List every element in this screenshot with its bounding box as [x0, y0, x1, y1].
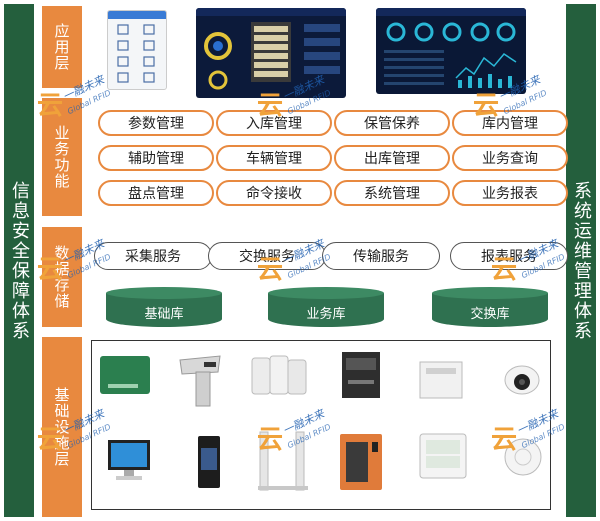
fn-maintenance[interactable]: 保管保养 [334, 110, 450, 136]
db-exchange-label: 交换库 [470, 307, 510, 322]
warehouse-dashboard-graphic [196, 8, 346, 90]
layer-data: 数据存储 [42, 227, 82, 327]
info-security-bar: 信息安全保障体系 [4, 4, 34, 517]
business-dashboard-graphic [376, 8, 526, 88]
info-security-label: 信息安全保障体系 [9, 180, 30, 341]
db-base-label: 基础库 [144, 307, 184, 322]
fn-aux-mgmt[interactable]: 辅助管理 [98, 145, 214, 171]
fn-outbound-mgmt[interactable]: 出库管理 [334, 145, 450, 171]
business-dashboard-screenshot [376, 8, 526, 94]
desktop-computer-device [108, 440, 150, 480]
fn-business-report[interactable]: 业务报表 [452, 180, 568, 206]
svc-report[interactable]: 报表服务 [450, 242, 568, 270]
access-control-terminal-device [198, 436, 220, 488]
camera-device [504, 365, 540, 395]
smart-cabinet-device [340, 434, 382, 490]
fn-param-mgmt[interactable]: 参数管理 [98, 110, 214, 136]
smoke-detector-device [504, 438, 542, 476]
rfid-label-rolls-device [251, 355, 307, 395]
layer-business: 业务功能 [42, 98, 82, 216]
rfid-gate-device [258, 431, 308, 491]
fn-inventory-mgmt[interactable]: 盘点管理 [98, 180, 214, 206]
fn-in-warehouse-mgmt[interactable]: 库内管理 [452, 110, 568, 136]
svc-transfer[interactable]: 传输服务 [322, 242, 440, 270]
handheld-scanner-device [179, 355, 221, 407]
fn-vehicle-mgmt[interactable]: 车辆管理 [216, 145, 332, 171]
ops-management-bar: 系统运维管理体系 [566, 4, 596, 517]
mobile-app-screenshot [107, 10, 167, 90]
fn-inbound-mgmt[interactable]: 入库管理 [216, 110, 332, 136]
ops-management-label: 系统运维管理体系 [571, 180, 592, 341]
db-base: 基础库 [106, 287, 222, 327]
svc-collect[interactable]: 采集服务 [94, 242, 212, 270]
mobile-app-icons [108, 11, 166, 83]
db-business: 业务库 [268, 287, 384, 327]
control-box-device [419, 361, 463, 399]
db-business-label: 业务库 [306, 307, 346, 322]
fn-business-query[interactable]: 业务查询 [452, 145, 568, 171]
warehouse-dashboard-screenshot [196, 8, 346, 98]
layer-infra: 基础设施层 [42, 337, 82, 517]
fn-system-mgmt[interactable]: 系统管理 [334, 180, 450, 206]
rfid-reader-device [100, 356, 150, 394]
fn-command-receive[interactable]: 命令接收 [216, 180, 332, 206]
svc-exchange[interactable]: 交换服务 [208, 242, 326, 270]
db-exchange: 交换库 [432, 287, 548, 327]
label-printer-device [342, 352, 380, 398]
temp-humidity-sensor-device [419, 433, 467, 479]
layer-app: 应用层 [42, 6, 82, 88]
infra-device-frame [91, 340, 551, 510]
